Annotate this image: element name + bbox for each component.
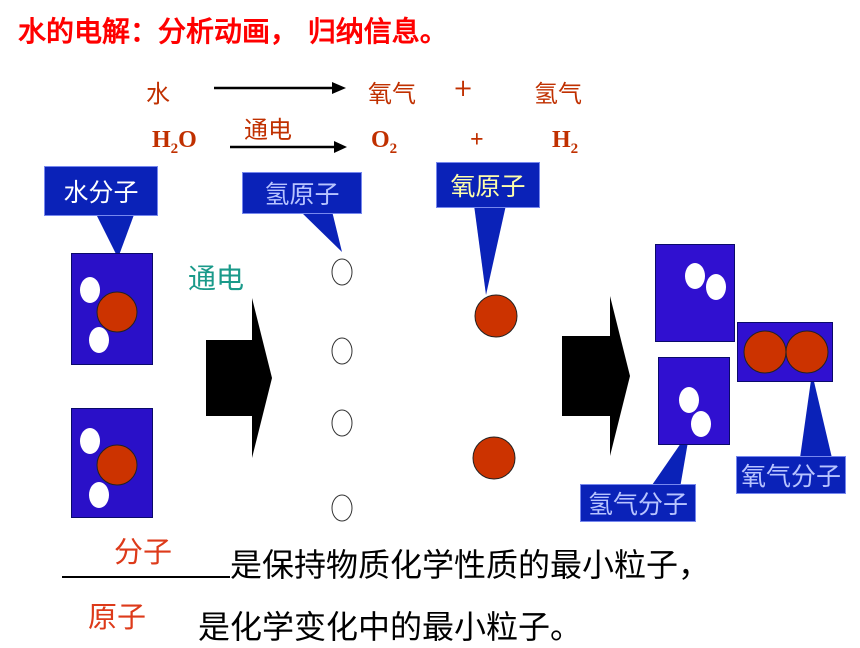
oxygen-atom	[474, 294, 518, 338]
oxygen-molecule-atoms	[743, 330, 829, 374]
water-molecule-1-atoms	[80, 277, 138, 353]
sentence-2: 是化学变化中的最小粒子。	[198, 608, 583, 646]
electrolysis-label: 通电	[188, 262, 245, 295]
water-molecule-pointer	[95, 212, 135, 258]
equation-plus-word: +	[453, 74, 474, 102]
hydrogen-atom	[331, 258, 353, 286]
hydrogen-molecule-1-atoms	[685, 263, 726, 300]
process-arrow-2	[562, 296, 630, 456]
answer-1: 分子	[114, 535, 173, 569]
hydrogen-molecule-2-atoms	[679, 387, 711, 437]
answer-2: 原子	[88, 600, 147, 634]
equation-product2-word: 氢气	[534, 80, 582, 108]
process-arrow-1	[206, 298, 272, 458]
water-molecule-1	[71, 253, 153, 365]
equation-arrow-bottom	[230, 141, 347, 153]
equation-product1-formula: O2	[371, 127, 398, 157]
oxygen-atom-label: 氧原子	[436, 162, 540, 208]
hydrogen-atom-label: 氢原子	[242, 172, 362, 214]
oxygen-molecule-pointer	[800, 373, 832, 458]
equation-product1-word: 氧气	[368, 80, 416, 108]
page-title: 水的电解：分析动画， 归纳信息。	[18, 15, 448, 48]
oxygen-molecule-label: 氧气分子	[736, 456, 846, 494]
equation-condition: 通电	[244, 116, 292, 144]
separated-atoms	[331, 258, 518, 522]
hydrogen-molecule-1	[655, 244, 735, 342]
water-molecule-2-atoms	[80, 428, 138, 508]
equation-reactant-word: 水	[146, 80, 170, 108]
sentence-1: 是保持物质化学性质的最小粒子，	[230, 546, 711, 584]
equation-plus-formula: +	[470, 127, 484, 153]
equation-product2-formula: H2	[552, 127, 579, 157]
oxygen-atom	[472, 436, 516, 480]
oxygen-atom-pointer	[474, 205, 506, 295]
water-molecule-label: 水分子	[44, 166, 158, 216]
blank-line	[62, 576, 230, 578]
oxygen-molecule	[737, 322, 833, 382]
equation-reactant-formula: H2O	[152, 127, 197, 157]
hydrogen-molecule-2	[658, 357, 730, 445]
hydrogen-molecule-label: 氢气分子	[580, 484, 696, 522]
hydrogen-atom	[331, 494, 353, 522]
hydrogen-atom	[331, 337, 353, 365]
hydrogen-atom	[331, 409, 353, 437]
equation-arrow-top	[214, 82, 346, 94]
hydrogen-atom-pointer	[300, 211, 342, 252]
water-molecule-2	[71, 408, 153, 518]
